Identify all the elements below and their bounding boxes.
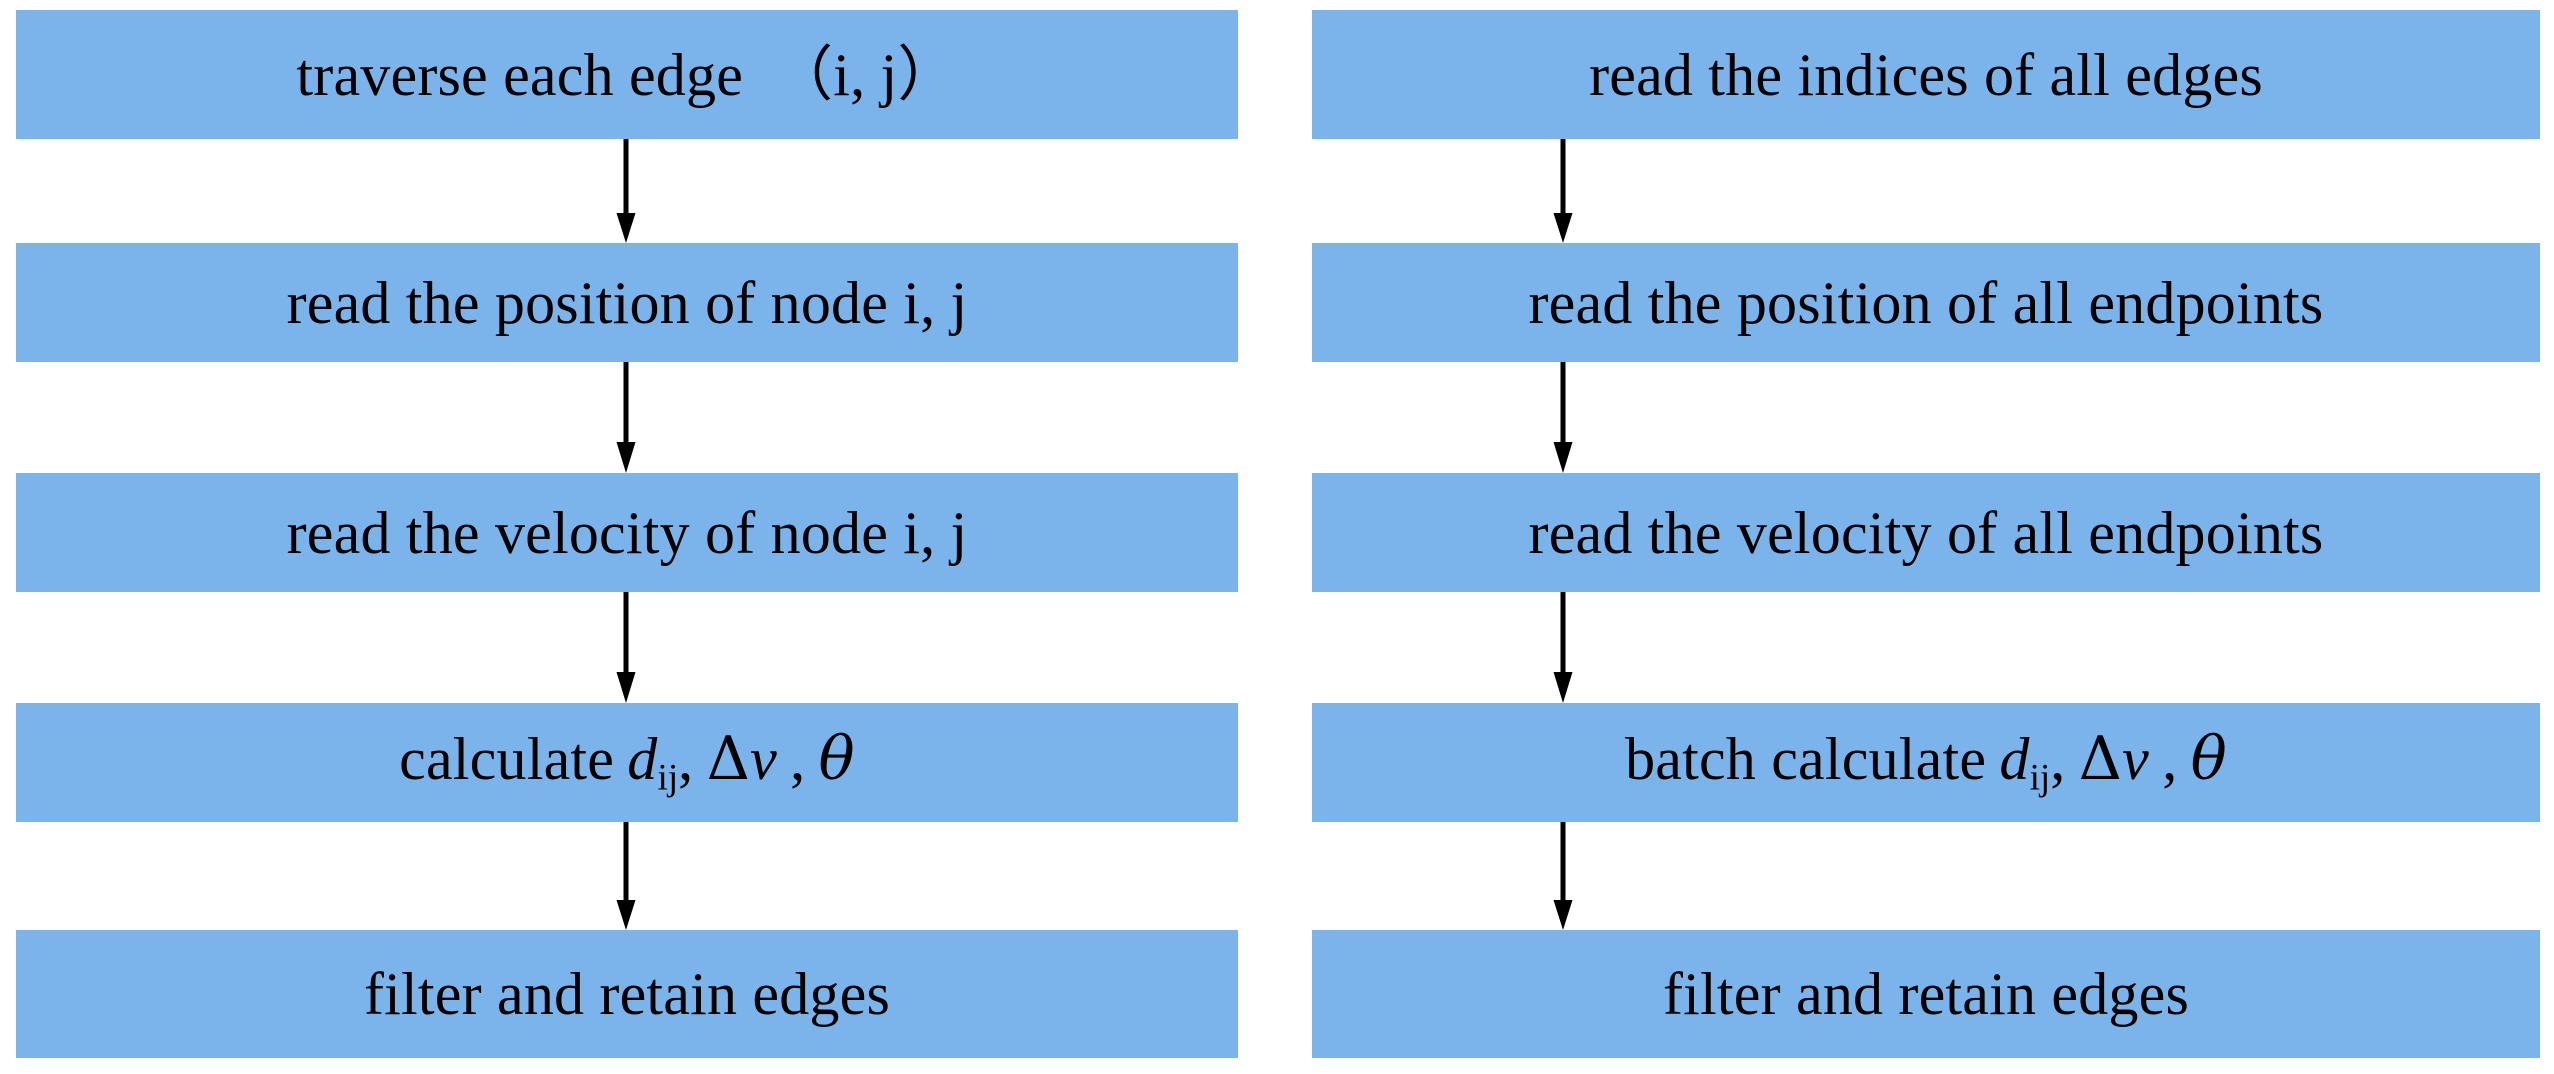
- node-read-velocity-node-ij: read the velocity of node i, j: [16, 473, 1238, 592]
- pipeline-column-per-edge-loop: traverse each edge（i, j） read the positi…: [16, 0, 1238, 1074]
- node-read-velocity-all-endpoints: read the velocity of all endpoints: [1312, 473, 2540, 592]
- arrow-down-icon: [609, 592, 643, 703]
- node-label: read the position of node i, j: [286, 269, 968, 336]
- math-symbol-v: v: [2122, 725, 2150, 792]
- node-filter-and-retain-edges-2: filter and retain edges: [1312, 930, 2540, 1058]
- arrow-down-icon: [609, 139, 643, 243]
- math-comma: ,: [2050, 725, 2066, 792]
- node-read-indices-all-edges: read the indices of all edges: [1312, 10, 2540, 139]
- arrow-down-icon: [1546, 139, 1580, 243]
- node-label: filter and retain edges: [1662, 961, 2190, 1027]
- math-symbol-theta: θ: [818, 723, 855, 794]
- math-symbol-d: d: [627, 725, 658, 792]
- math-symbol-delta: Δ: [706, 723, 751, 794]
- edge-index-pair: （i, j）: [773, 41, 958, 108]
- node-filter-and-retain-edges: filter and retain edges: [16, 930, 1238, 1058]
- math-symbol-delta: Δ: [2078, 723, 2123, 794]
- math-comma-2: ,: [2162, 725, 2178, 792]
- arrow-down-icon: [1546, 362, 1580, 473]
- math-comma: ,: [678, 725, 694, 792]
- math-subscript-ij: ij: [657, 757, 679, 799]
- math-symbol-theta: θ: [2190, 723, 2227, 794]
- math-symbol-d: d: [1999, 725, 2030, 792]
- node-label: read the velocity of all endpoints: [1528, 499, 2324, 566]
- math-symbol-v: v: [750, 725, 777, 792]
- node-label: traverse each edge（i, j）: [296, 41, 958, 108]
- arrow-down-icon: [1546, 592, 1580, 703]
- arrow-down-icon: [1546, 822, 1580, 930]
- math-subscript-ij: ij: [2029, 757, 2051, 799]
- arrow-down-icon: [609, 362, 643, 473]
- node-label: read the indices of all edges: [1589, 41, 2263, 108]
- node-traverse-each-edge: traverse each edge（i, j）: [16, 10, 1238, 139]
- pipeline-column-batched: read the indices of all edges read the p…: [1312, 0, 2540, 1074]
- node-label: filter and retain edges: [363, 961, 891, 1027]
- node-label: read the velocity of node i, j: [286, 499, 968, 566]
- node-read-position-all-endpoints: read the position of all endpoints: [1312, 243, 2540, 362]
- math-comma-2: ,: [790, 725, 806, 792]
- arrow-down-icon: [609, 822, 643, 930]
- node-label: read the position of all endpoints: [1528, 269, 2324, 336]
- node-read-position-node-ij: read the position of node i, j: [16, 243, 1238, 362]
